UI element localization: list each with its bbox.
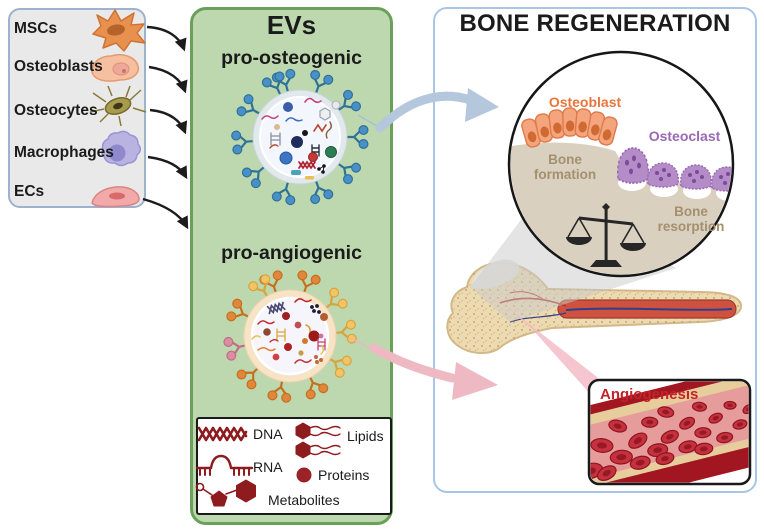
bone-panel-title: BONE REGENERATION [459,10,731,37]
legend-label-rna: RNA [253,459,283,475]
vesicle-cargo [261,97,341,180]
arrow-ecs-to-evs [142,197,189,230]
lipids-icon [295,422,341,459]
legend-icons [195,422,341,507]
osteoblast-cells [521,107,618,148]
dna-icon [197,426,248,442]
pro-angiogenic-label: pro-angiogenic [221,242,362,264]
cell-label-osteocytes: Osteocytes [14,102,98,119]
balance-scale-icon [566,203,646,267]
proteins-icon [296,467,312,483]
arrow-osteocytes-to-evs [149,108,188,135]
arrow-mscs-to-evs [146,25,187,52]
msc-cell-icon [92,9,146,52]
macrophage-cell-icon [100,130,141,167]
arrow-osteoblasts-to-evs [148,65,188,94]
bone-formation-label: Bone formation [533,152,597,182]
cell-label-macrophages: Macrophages [14,144,114,161]
vesicle-cargo [251,298,328,364]
cell-label-ecs: ECs [14,183,45,200]
red-blood-cells [590,400,749,482]
osteocyte-cell-icon [89,85,147,127]
endothelial-cell-icon [91,186,140,208]
ev-to-bone-arrow [357,88,499,133]
osteoclast-cells [617,147,732,192]
blood-vessel-illustration [590,381,749,483]
legend-label-proteins: Proteins [318,467,370,483]
metabolites-icon [195,479,256,507]
cell-label-osteoblasts: Osteoblasts [14,58,103,75]
rna-icon [195,454,254,476]
cell-label-mscs: MSCs [14,20,58,37]
legend-label-lipids: Lipids [347,428,384,444]
pro-angiogenic-vesicle [222,268,358,404]
source-arrows [142,25,189,230]
osteoclast-label: Osteoclast [648,128,721,144]
angiogenesis-inset [587,378,752,486]
bone-resorption-label: Bone resorption [657,204,725,234]
bone-surface [510,142,732,275]
pro-osteogenic-label: pro-osteogenic [221,47,362,69]
ev-to-angiogenesis-arrow [349,337,498,400]
legend-label-dna: DNA [253,426,283,442]
pro-osteogenic-vesicle [230,67,369,207]
osteoblast-cell-icon [91,54,140,82]
legend-label-metabolites: Metabolites [268,492,340,508]
ev-panel-title: EVs [266,10,317,40]
arrow-macrophages-to-evs [147,155,188,180]
angiogenesis-label: Angiogenesis [600,386,699,403]
osteoblast-label: Osteoblast [548,94,622,110]
bone-remodeling-circle [507,50,735,278]
